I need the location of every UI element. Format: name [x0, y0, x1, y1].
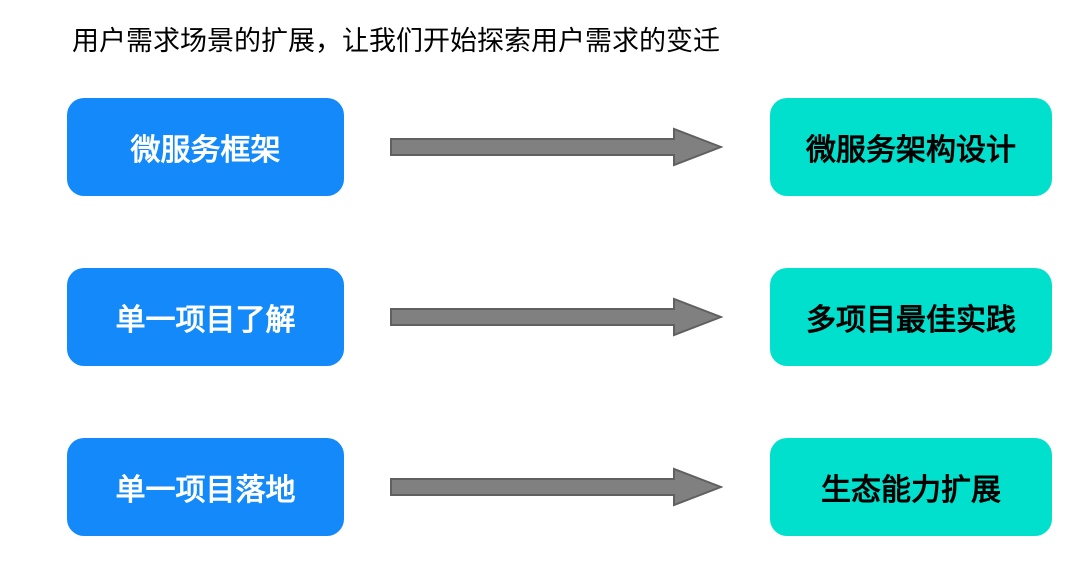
target-box: 生态能力扩展 [770, 438, 1052, 536]
source-box: 单一项目了解 [67, 268, 344, 366]
flow-row: 单一项目落地 生态能力扩展 [0, 438, 1080, 536]
source-box: 微服务框架 [67, 98, 344, 196]
target-box: 多项目最佳实践 [770, 268, 1052, 366]
flow-row: 单一项目了解 多项目最佳实践 [0, 268, 1080, 366]
target-box: 微服务架构设计 [770, 98, 1052, 196]
right-arrow-icon [390, 467, 723, 507]
right-arrow-icon [390, 127, 723, 167]
slide-title: 用户需求场景的扩展，让我们开始探索用户需求的变迁 [72, 26, 720, 56]
source-box: 单一项目落地 [67, 438, 344, 536]
right-arrow-icon [390, 297, 723, 337]
flow-row: 微服务框架 微服务架构设计 [0, 98, 1080, 196]
